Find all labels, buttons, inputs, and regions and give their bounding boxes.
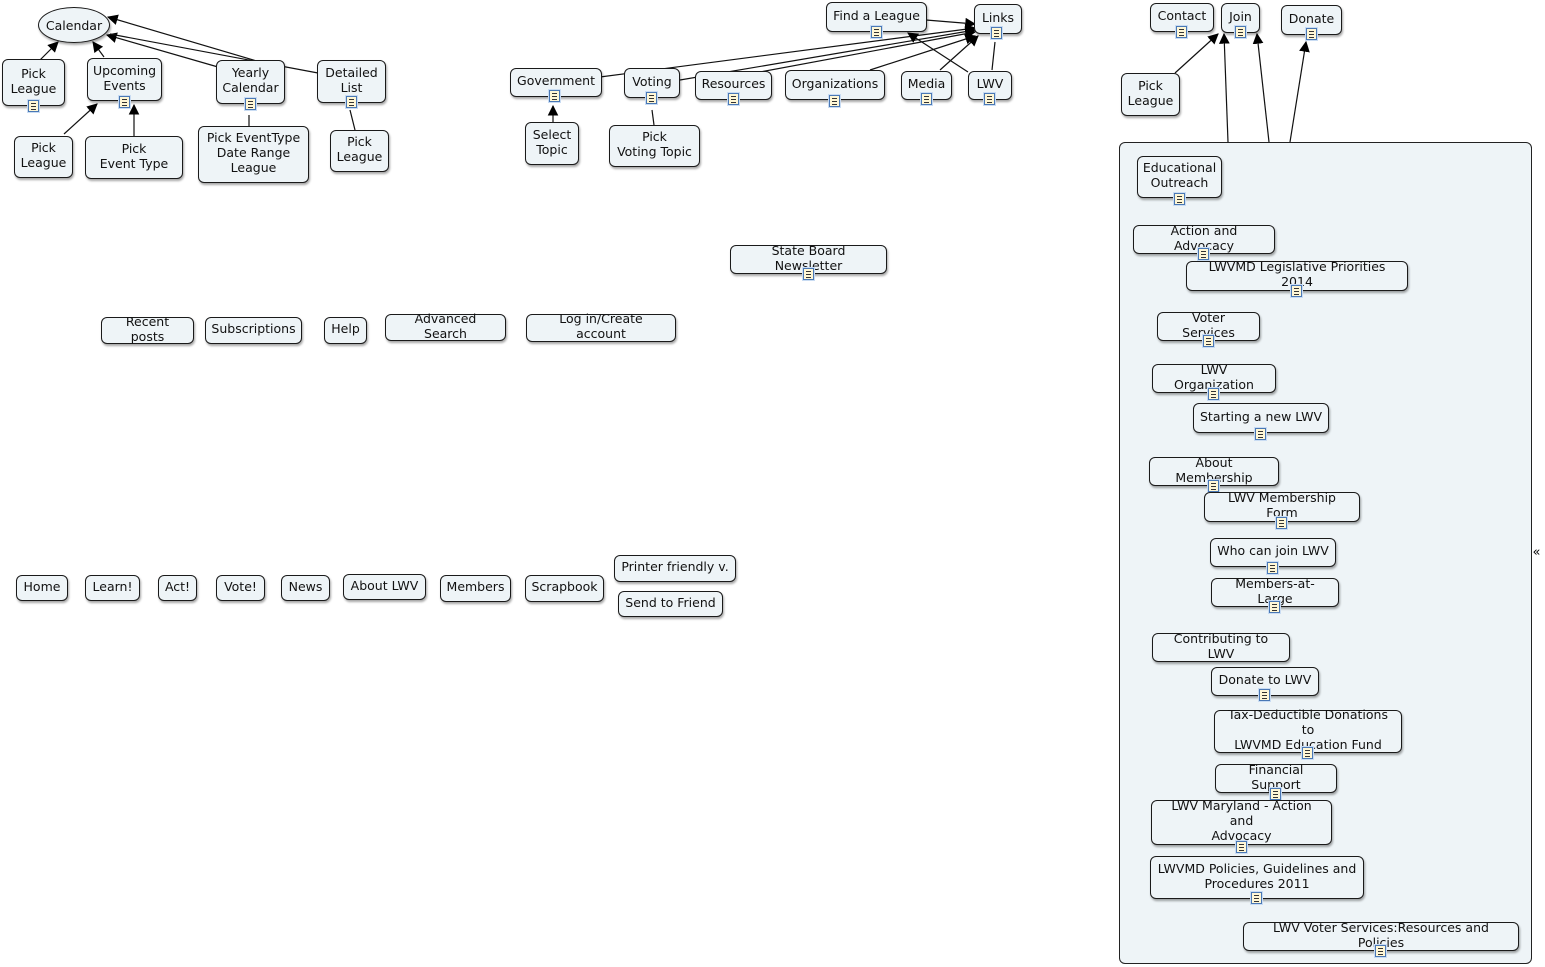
link-votingtopic-voting (651, 109, 655, 126)
doc-icon[interactable] (245, 98, 256, 110)
nav-act[interactable]: Act! (158, 575, 197, 601)
link-media-links (939, 35, 979, 71)
nav-news[interactable]: News (281, 575, 330, 601)
nav-home[interactable]: Home (16, 575, 68, 601)
doc-icon[interactable] (1255, 428, 1266, 440)
doc-icon[interactable] (1208, 480, 1219, 492)
nav-login-create-account[interactable]: Log in/Create account (526, 311, 676, 342)
nav-advanced-search[interactable]: Advanced Search (385, 311, 506, 341)
node-yearly-calendar[interactable]: Yearly Calendar (216, 60, 285, 104)
panel-item-tax-deductible[interactable]: Tax-Deductible Donations to LWVMD Educat… (1214, 707, 1402, 753)
link-pickleague2-upcoming (63, 103, 98, 135)
doc-icon[interactable] (728, 93, 739, 105)
node-organizations[interactable]: Organizations (785, 70, 885, 100)
node-select-topic[interactable]: Select Topic (525, 122, 579, 165)
nav-help[interactable]: Help (324, 317, 367, 344)
node-pick-league-join[interactable]: Pick League (1121, 73, 1180, 116)
node-lwv[interactable]: LWV (968, 71, 1012, 100)
doc-icon[interactable] (119, 96, 130, 108)
link-panel-join-2 (1252, 32, 1270, 143)
doc-icon[interactable] (1270, 788, 1281, 800)
panel-item-lwv-maryland-action[interactable]: LWV Maryland - Action and Advocacy (1151, 798, 1332, 845)
panel-item-legislative-priorities[interactable]: LWVMD Legislative Priorities 2014 (1186, 259, 1408, 291)
link-lwv-links (991, 41, 996, 71)
doc-icon[interactable] (803, 268, 814, 280)
link-panel-join (1218, 32, 1230, 143)
doc-icon[interactable] (1291, 285, 1302, 297)
node-donate[interactable]: Donate (1281, 5, 1342, 35)
link-organizations-links (869, 33, 977, 71)
link-upcoming-calendar (92, 41, 105, 58)
nav-members[interactable]: Members (440, 575, 511, 602)
panel-item-action-and-advocacy[interactable]: Action and Advocacy (1133, 223, 1275, 254)
panel-item-educational-outreach[interactable]: Educational Outreach (1137, 156, 1222, 198)
node-pick-eventtype-date-range[interactable]: Pick EventType Date Range League (198, 126, 309, 183)
doc-icon[interactable] (1302, 747, 1313, 759)
nav-scrapbook[interactable]: Scrapbook (525, 575, 604, 602)
doc-icon[interactable] (991, 27, 1002, 39)
doc-icon[interactable] (1198, 248, 1209, 260)
node-pick-league-upcoming[interactable]: Pick League (14, 136, 73, 178)
node-upcoming-events[interactable]: Upcoming Events (87, 58, 162, 101)
node-detailed-list[interactable]: Detailed List (317, 60, 386, 103)
panel-item-who-can-join[interactable]: Who can join LWV (1210, 538, 1336, 567)
doc-icon[interactable] (1176, 26, 1187, 38)
doc-icon[interactable] (1203, 335, 1214, 347)
doc-icon[interactable] (28, 100, 39, 112)
nav-learn[interactable]: Learn! (85, 575, 140, 601)
doc-icon[interactable] (1276, 517, 1287, 529)
send-to-friend-button[interactable]: Send to Friend (618, 591, 723, 617)
node-pick-voting-topic[interactable]: Pick Voting Topic (609, 125, 700, 167)
link-pickleague-calendar (39, 41, 59, 61)
doc-icon[interactable] (549, 90, 560, 102)
printer-friendly-button[interactable]: Printer friendly v. (614, 555, 736, 582)
link-resources-links (759, 28, 977, 73)
doc-icon[interactable] (646, 92, 657, 104)
doc-icon[interactable] (346, 96, 357, 108)
nav-recent-posts[interactable]: Recent posts (101, 314, 194, 344)
doc-icon[interactable] (1259, 689, 1270, 701)
doc-icon[interactable] (1208, 388, 1219, 400)
doc-icon[interactable] (1235, 26, 1246, 38)
node-pick-event-type[interactable]: Pick Event Type (85, 136, 183, 179)
panel-item-lwvmd-policies[interactable]: LWVMD Policies, Guidelines and Procedure… (1150, 856, 1364, 899)
link-findleague-links (925, 17, 977, 29)
doc-icon[interactable] (984, 93, 995, 105)
doc-icon[interactable] (1375, 945, 1386, 957)
doc-icon[interactable] (1251, 892, 1262, 904)
doc-icon[interactable] (1174, 193, 1185, 205)
doc-icon[interactable] (871, 26, 882, 38)
link-yearly-calendar-2 (106, 14, 261, 63)
doc-icon[interactable] (921, 93, 932, 105)
node-pick-league-calendar[interactable]: Pick League (2, 59, 65, 106)
nav-about-lwv[interactable]: About LWV (343, 574, 426, 600)
nav-vote[interactable]: Vote! (216, 575, 265, 601)
doc-icon[interactable] (1267, 562, 1278, 574)
doc-icon[interactable] (829, 95, 840, 107)
collapse-panel-icon[interactable]: « (1532, 545, 1541, 560)
doc-icon[interactable] (1269, 601, 1280, 613)
nav-subscriptions[interactable]: Subscriptions (205, 317, 302, 344)
node-calendar[interactable]: Calendar (38, 7, 110, 43)
panel-item-contributing[interactable]: Contributing to LWV (1152, 631, 1290, 662)
link-pickleague3-detailed (349, 109, 356, 131)
link-pickleague-join (1174, 33, 1219, 74)
node-pick-league-detailed[interactable]: Pick League (330, 130, 389, 172)
panel-item-members-at-large[interactable]: Members-at-Large (1211, 576, 1339, 607)
link-panel-donate (1289, 40, 1310, 143)
link-lwv-findleague (907, 32, 969, 73)
doc-icon[interactable] (1306, 28, 1317, 40)
doc-icon[interactable] (1236, 841, 1247, 853)
node-contact[interactable]: Contact (1150, 3, 1214, 32)
